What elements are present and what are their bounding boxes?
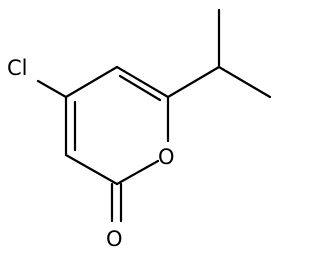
chlorine-atom-label: Cl (7, 56, 28, 80)
chemical-structure-diagram: Cl O O (7, 8, 272, 251)
bond-c5-c6 (115, 65, 170, 99)
bond-c5-c6-double (118, 74, 162, 102)
bond-o1-c2 (115, 159, 160, 186)
bond-ch-methyl-right (217, 65, 272, 99)
bond-c4-c5 (64, 65, 119, 99)
ring-oxygen-atom-label: O (158, 145, 175, 169)
bond-c2-c3 (64, 153, 119, 186)
bond-c4-cl (36, 79, 68, 99)
carbonyl-oxygen-atom-label: O (106, 227, 123, 251)
bond-c6-ch (166, 65, 221, 99)
